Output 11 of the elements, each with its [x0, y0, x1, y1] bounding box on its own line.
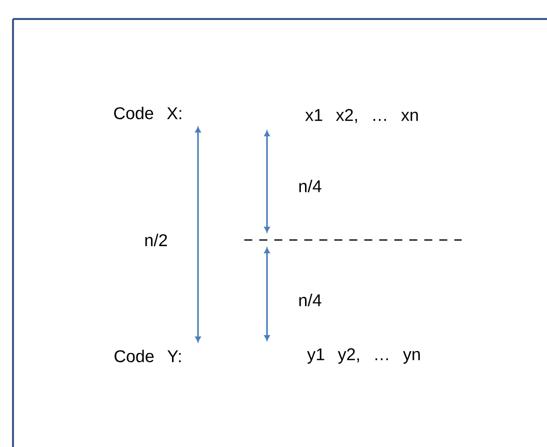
edge-label: n/4	[299, 180, 322, 192]
arrow	[264, 130, 270, 232]
code-label: Code X:	[114, 106, 182, 120]
sequence-text: x1 x2, … xn	[305, 108, 418, 124]
arrow	[195, 126, 201, 342]
arrow	[264, 248, 270, 341]
code-label: Code Y:	[114, 350, 181, 362]
sequence-text: y1 y2, … yn	[307, 348, 420, 364]
edge-label: n/4	[299, 294, 322, 306]
dashed-line	[244, 239, 462, 241]
edge-label: n/2	[145, 234, 167, 246]
